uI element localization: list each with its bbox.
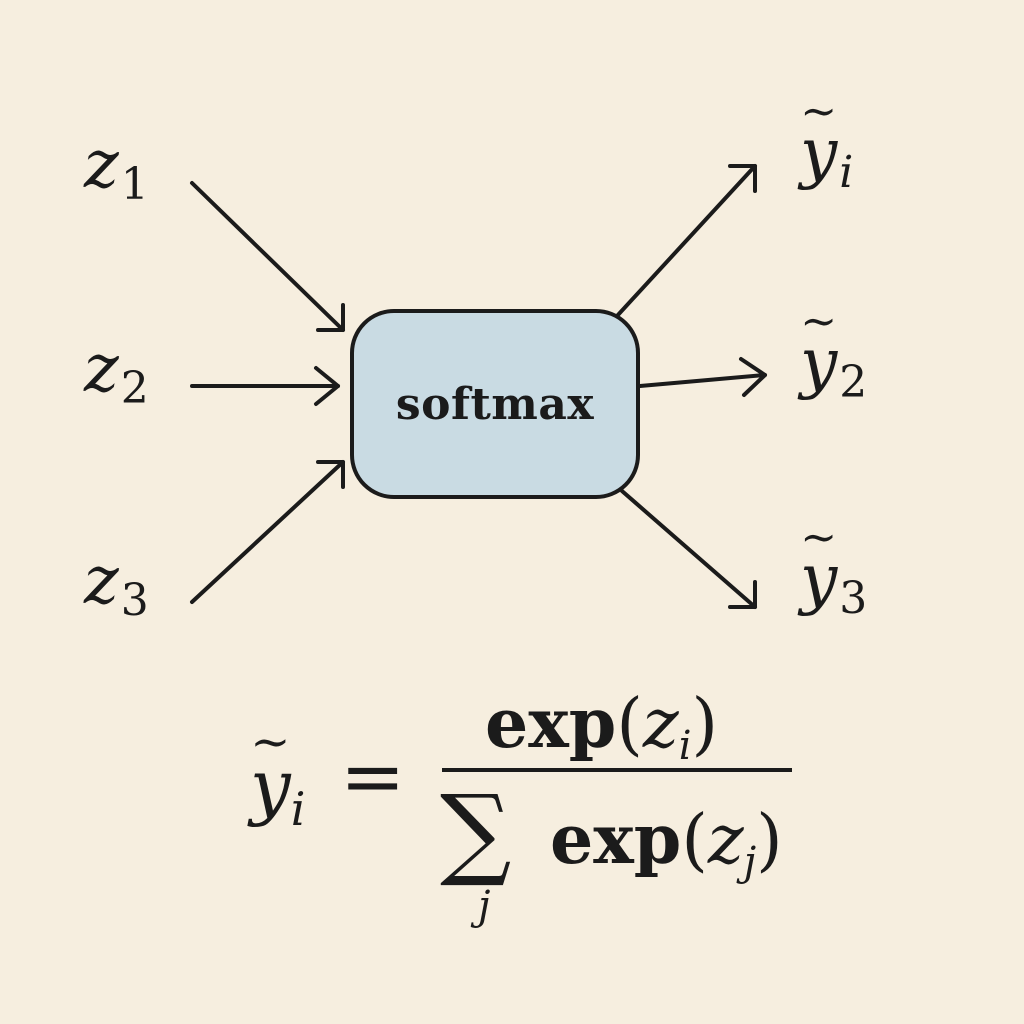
output-y-2: ~y2 xyxy=(800,296,868,408)
formula-denominator: exp(zj) xyxy=(550,800,783,885)
formula-lhs: ~yi xyxy=(250,714,306,836)
formula-sum-index: j xyxy=(478,883,491,929)
arrow-softmax-to-y2 xyxy=(638,357,767,397)
softmax-node: softmax xyxy=(350,309,640,499)
formula-fraction-bar xyxy=(442,768,792,772)
arrow-z3-to-softmax xyxy=(190,460,345,604)
arrow-softmax-to-y1 xyxy=(615,164,757,318)
input-z2: z2 xyxy=(84,330,149,414)
output-y-3: ~y3 xyxy=(800,512,868,624)
formula-sum-symbol: ∑ xyxy=(440,773,512,890)
output-y-i: ~yi xyxy=(800,86,854,198)
arrow-z2-to-softmax xyxy=(190,366,340,406)
formula-equals: = xyxy=(340,732,406,822)
arrow-z1-to-softmax xyxy=(190,181,345,332)
softmax-formula: ~yi = exp(zi) ∑ j exp(zj) xyxy=(250,690,830,950)
softmax-label: softmax xyxy=(395,378,595,430)
input-z1: z1 xyxy=(84,126,149,210)
formula-numerator: exp(zi) xyxy=(485,684,719,769)
input-z3: z3 xyxy=(84,542,149,626)
arrow-softmax-to-y3 xyxy=(620,489,757,609)
